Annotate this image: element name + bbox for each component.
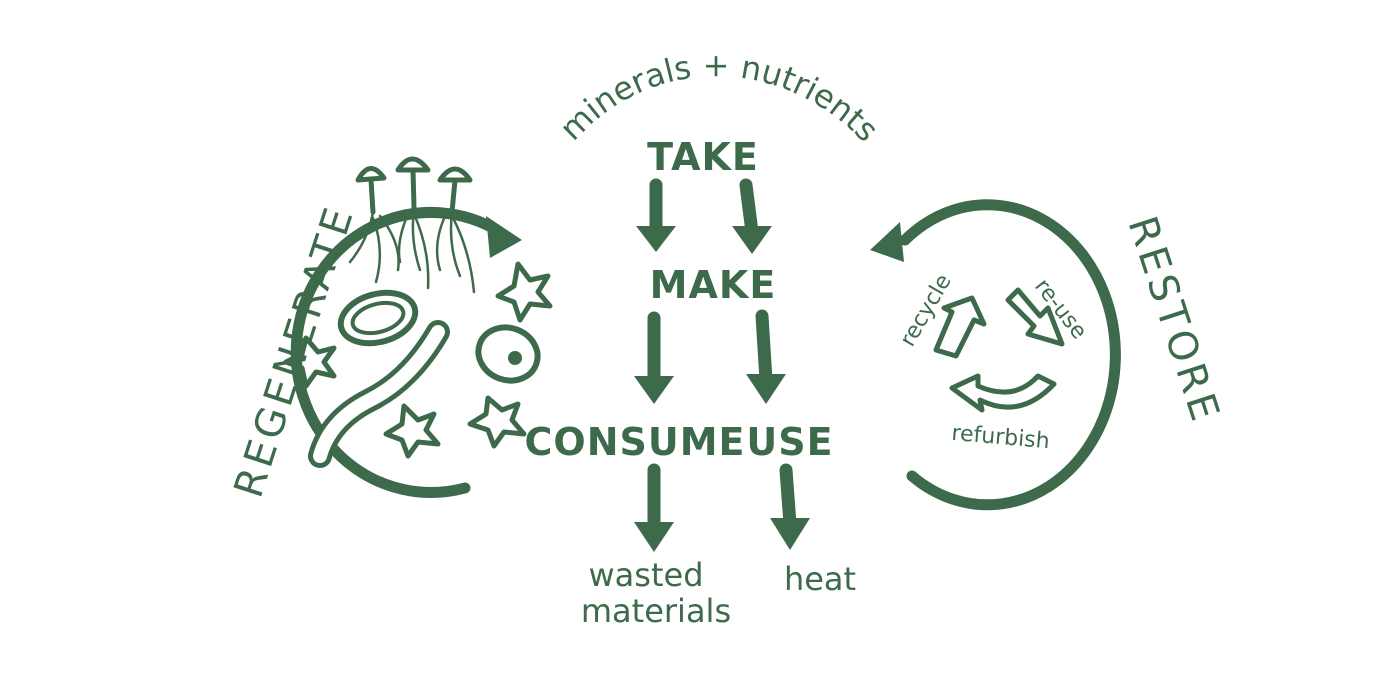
mushroom-icon (437, 166, 473, 215)
heat-label: heat (784, 560, 856, 598)
reuse-arrow-icon (1005, 287, 1065, 347)
minerals-nutrients-label: minerals + nutrients (552, 46, 886, 149)
seed-icon (337, 289, 419, 347)
roots (348, 206, 476, 294)
arrow-down-icon (746, 309, 786, 404)
seed-icon (475, 324, 541, 384)
worm-icon (308, 320, 450, 468)
make-label: MAKE (650, 263, 777, 307)
cycle-arrow-icon (486, 216, 522, 258)
microbe-icon (467, 395, 527, 449)
restore-cycle (870, 199, 1121, 511)
restore-label: RESTORE (1118, 211, 1228, 430)
microbe-icon (283, 335, 337, 389)
arrow-down-icon (732, 178, 772, 254)
arrow-down-icon (634, 463, 674, 552)
use-label: USE (746, 420, 833, 464)
arrow-down-icon (634, 311, 674, 404)
microbe-icon (383, 403, 441, 459)
take-label: TAKE (647, 135, 759, 179)
arrow-down-icon (636, 178, 676, 252)
recycle-arrow-icon (933, 295, 987, 359)
microbe-icon (495, 261, 553, 323)
refurbish-arrow-icon (949, 373, 1057, 413)
materials-label: materials (581, 592, 731, 630)
mushroom-icon (355, 166, 387, 215)
refurbish-label: refurbish (951, 421, 1051, 454)
consume-label: CONSUME (525, 420, 746, 464)
cycle-arrow-icon (870, 222, 904, 262)
wasted-label: wasted (589, 556, 704, 594)
mushroom-icon (395, 156, 431, 211)
arrow-down-icon (770, 463, 810, 550)
regenerate-cycle (290, 207, 522, 498)
